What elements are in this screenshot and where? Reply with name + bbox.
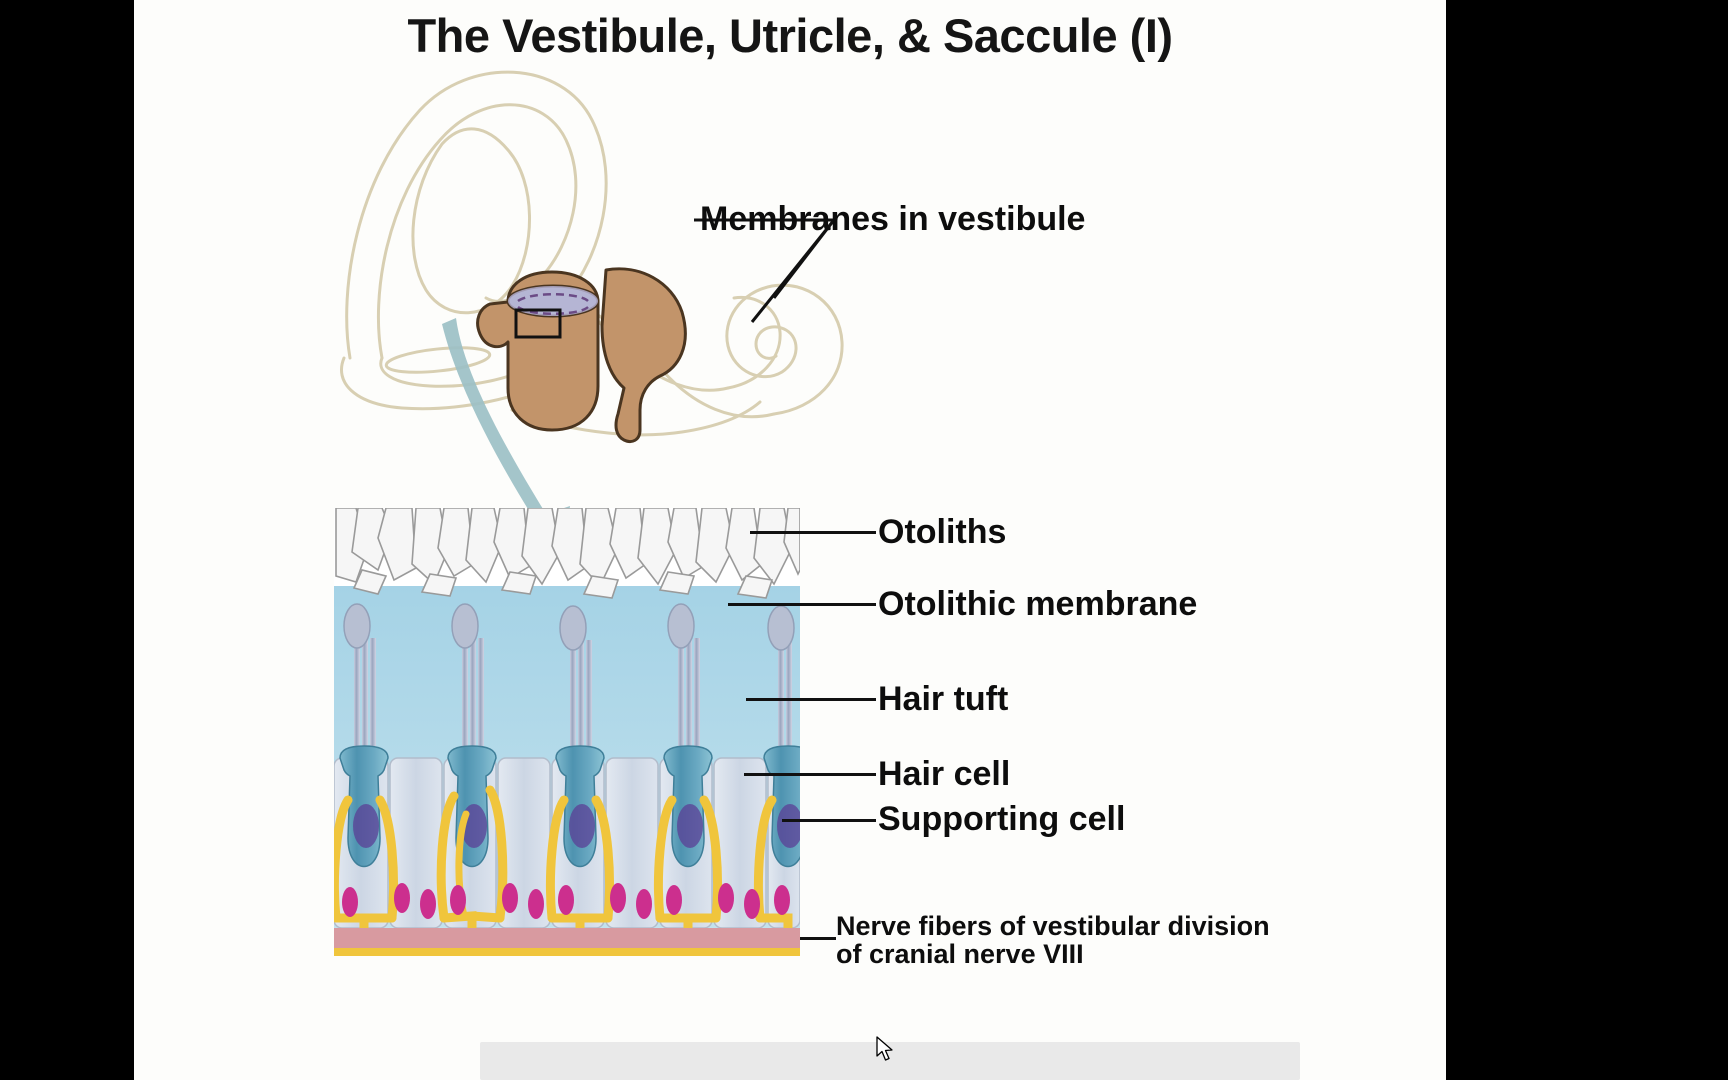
leader-otolithic-membrane [728, 603, 876, 606]
utricle-shape [600, 267, 687, 444]
page-title: The Vestibule, Utricle, & Saccule (I) [407, 9, 1173, 62]
label-nerve-fibers: Nerve fibers of vestibular division of c… [836, 911, 1270, 969]
label-hair-cell: Hair cell [878, 755, 1011, 793]
label-nerve-fibers-line-2: of cranial nerve VIII [836, 938, 1084, 969]
saccule-shape [476, 270, 600, 432]
mouse-cursor [876, 1036, 893, 1061]
epithelium [334, 603, 800, 956]
slide-canvas: The Vestibule, Utricle, & Saccule (I) [134, 0, 1446, 1080]
leader-nerve-fibers [800, 937, 836, 940]
leader-hair-cell [744, 773, 876, 776]
leader-hair-tuft [746, 698, 876, 701]
nerve-trunk-band [334, 948, 800, 956]
supporting-cell-nuclei [342, 883, 790, 919]
label-supporting-cell: Supporting cell [878, 800, 1126, 838]
label-hair-tuft: Hair tuft [878, 680, 1009, 718]
leader-otoliths [750, 531, 876, 534]
label-membranes-in-vestibule: Membranes in vestibule [700, 200, 1086, 238]
label-otolithic-membrane: Otolithic membrane [878, 585, 1198, 623]
label-nerve-fibers-line-1: Nerve fibers of vestibular division [836, 911, 1270, 941]
otolith-layer [334, 508, 800, 599]
label-otoliths: Otoliths [878, 513, 1007, 551]
membranes-leader-lines [694, 218, 836, 323]
macula-detail-illustration [334, 508, 800, 956]
leader-supporting-cell [782, 819, 876, 822]
